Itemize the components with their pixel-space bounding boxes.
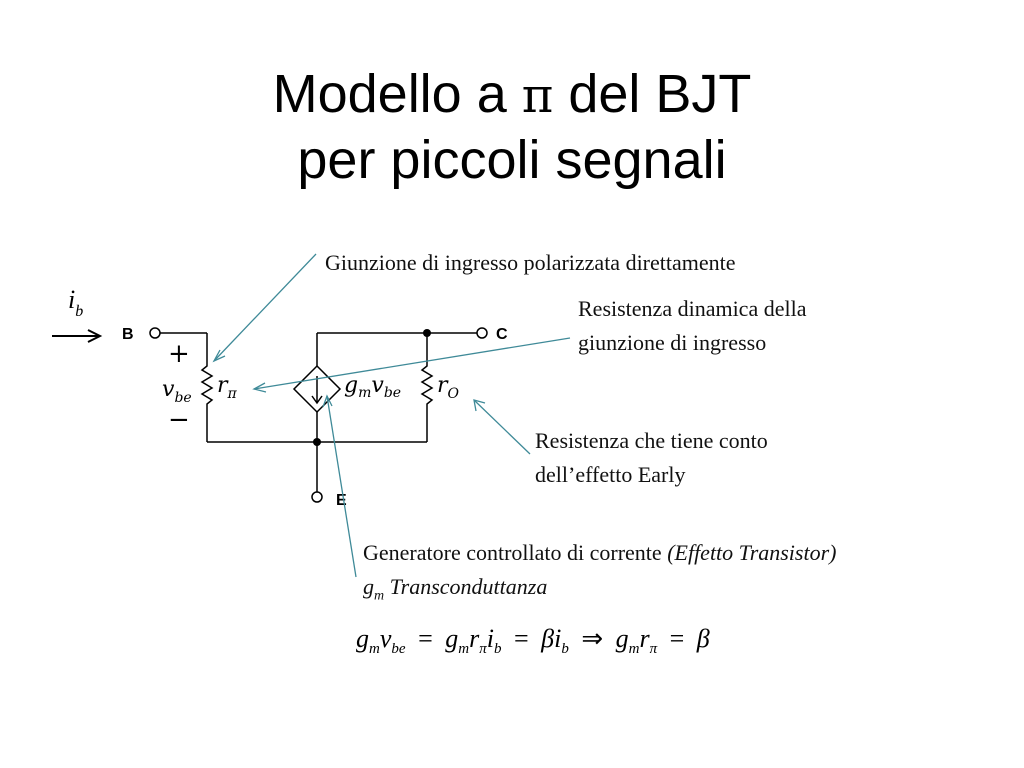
collector-node bbox=[423, 329, 431, 337]
svg-text:rπ: rπ bbox=[217, 373, 238, 402]
base-terminal bbox=[149, 327, 161, 339]
title-line-2: per piccoli segnali bbox=[297, 130, 727, 190]
label-controlled-generator: Generatore controllato di corrente (Effe… bbox=[363, 536, 836, 613]
pi-symbol: π bbox=[521, 68, 554, 124]
label-early-effect: Resistenza che tiene conto dell’effetto … bbox=[535, 428, 768, 487]
svg-text:vbe: vbe bbox=[162, 377, 192, 406]
arrow-dynamic-resistance bbox=[253, 337, 571, 390]
arrow-generator bbox=[326, 395, 357, 578]
r-pi-resistor bbox=[200, 358, 214, 412]
vbe-minus: − bbox=[168, 405, 190, 435]
emitter-terminal bbox=[311, 491, 323, 503]
circuit-wires bbox=[52, 329, 477, 492]
terminal-e-label: E bbox=[336, 492, 347, 509]
r-o-resistor bbox=[420, 360, 434, 412]
svg-text:ib: ib bbox=[68, 285, 83, 320]
beta-formula: gmvbe = gmrπib = βib ⇒ gmrπ = β bbox=[356, 624, 710, 658]
title-line-1: Modello a π del BJT bbox=[272, 64, 752, 124]
svg-text:gmvbe: gmvbe bbox=[344, 373, 401, 401]
label-junction: Giunzione di ingresso polarizzata dirett… bbox=[325, 250, 736, 275]
emitter-node bbox=[313, 438, 321, 446]
svg-text:rO: rO bbox=[437, 373, 460, 402]
label-transconductance: gm Transconduttanza bbox=[363, 574, 548, 604]
terminal-c-label: C bbox=[496, 326, 508, 343]
arrow-junction bbox=[213, 253, 317, 362]
label-dynamic-resistance: Resistenza dinamica della giunzione di i… bbox=[578, 296, 807, 355]
vbe-plus: + bbox=[168, 339, 190, 369]
slide-title: Modello a π del BJT per piccoli segnali bbox=[0, 62, 1024, 192]
terminal-b-label: B bbox=[122, 326, 134, 343]
arrow-early bbox=[473, 399, 531, 455]
collector-terminal bbox=[476, 327, 488, 339]
